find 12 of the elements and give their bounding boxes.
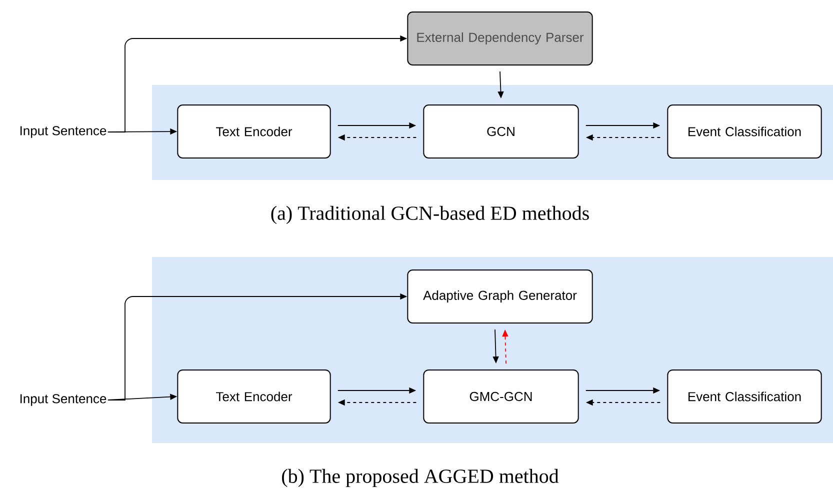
- process-box: Text Encoder: [177, 104, 331, 158]
- process-box: Event Classification: [667, 104, 822, 158]
- input-label: Input Sentence: [20, 394, 106, 406]
- caption: (a) Traditional GCN-based ED methods: [271, 206, 589, 224]
- caption: (b) The proposed AGGED method: [282, 468, 559, 488]
- process-box: GMC-GCN: [423, 370, 579, 424]
- process-box: External Dependency Parser: [407, 12, 593, 66]
- process-box: Text Encoder: [177, 370, 331, 424]
- process-box: GCN: [423, 104, 579, 158]
- process-box: Adaptive Graph Generator: [407, 270, 593, 324]
- input-label: Input Sentence: [20, 126, 106, 138]
- process-box: Event Classification: [667, 370, 822, 424]
